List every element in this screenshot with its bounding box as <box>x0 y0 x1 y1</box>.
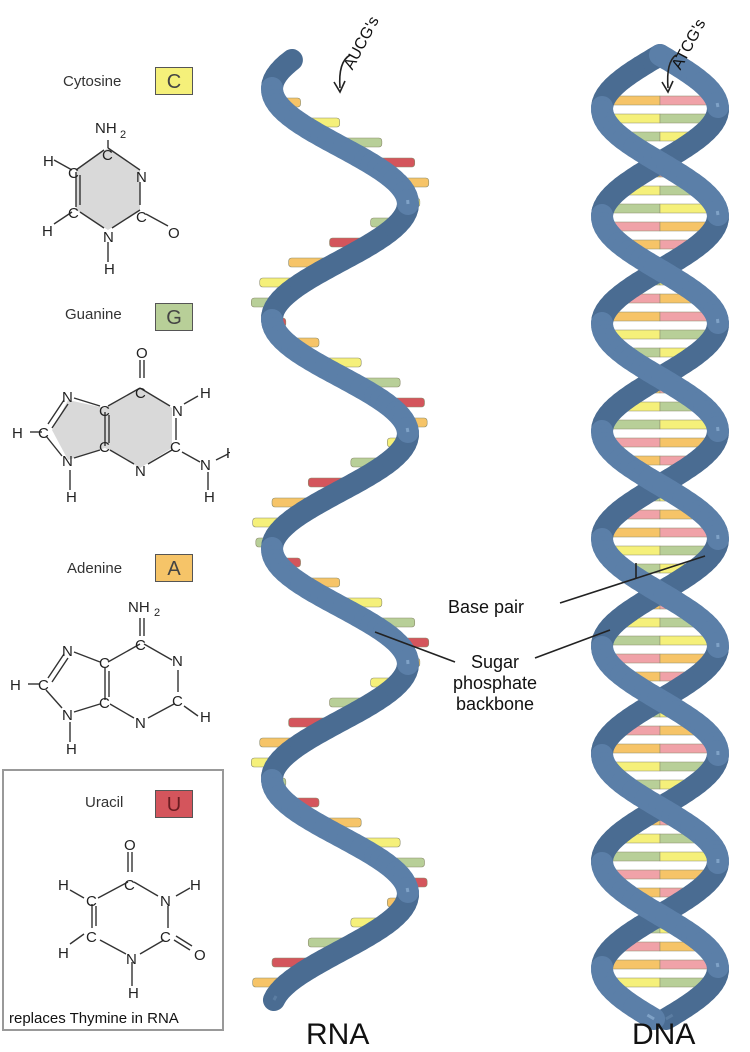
backbone-highlight <box>717 319 718 323</box>
backbone-highlight <box>407 428 408 432</box>
backbone-label-line2: phosphate <box>445 673 545 693</box>
backbone-highlight <box>274 996 276 1000</box>
backbone-highlight <box>407 888 408 892</box>
base-pair-label: Base pair <box>448 597 524 617</box>
backbone-highlight <box>717 211 718 215</box>
rna-label: RNA <box>306 1018 369 1052</box>
backbone-highlight <box>717 963 718 967</box>
backbone-label-line3: backbone <box>445 694 545 714</box>
backbone-label-line1: Sugar <box>455 652 535 672</box>
dna-label: DNA <box>632 1018 695 1052</box>
backbone-highlight <box>717 103 718 107</box>
